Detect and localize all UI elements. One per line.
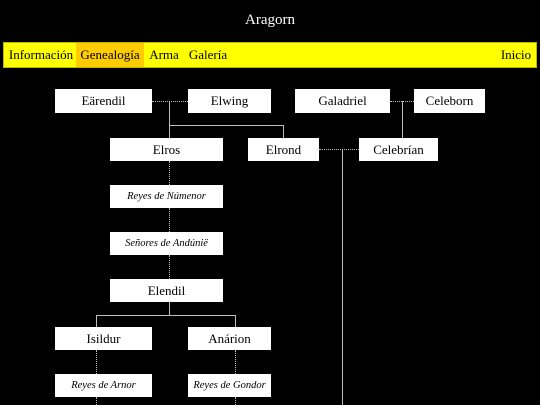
node-reyes-arnor[interactable]: Reyes de Arnor: [55, 374, 152, 397]
descent-line-earendil: [169, 101, 170, 125]
node-elrond[interactable]: Elrond: [248, 138, 319, 161]
node-anarion[interactable]: Anárion: [188, 327, 271, 350]
node-elros[interactable]: Elros: [110, 138, 223, 161]
nav-informacion[interactable]: Información: [8, 47, 74, 62]
nav-arma[interactable]: Arma: [149, 47, 179, 62]
line-gondor-below: [235, 397, 236, 405]
line-elros-numenor: [169, 161, 170, 185]
node-elendil[interactable]: Elendil: [110, 279, 223, 302]
sibling-line-isildur-anarion: [96, 315, 236, 316]
node-isildur[interactable]: Isildur: [55, 327, 152, 350]
line-to-anarion: [235, 315, 236, 327]
marriage-line-earendil-elwing: [152, 101, 188, 102]
line-to-celebrian: [402, 101, 403, 138]
line-andunie-elendil: [169, 255, 170, 279]
marriage-line-elrond-celebrian: [319, 149, 359, 150]
line-isildur-arnor: [96, 350, 97, 374]
page-title: Aragorn: [245, 12, 295, 28]
node-reyes-gondor[interactable]: Reyes de Gondor: [188, 374, 271, 397]
descent-line-elendil: [169, 302, 170, 315]
sibling-line-elros-elrond: [169, 125, 284, 126]
line-to-elrond: [283, 125, 284, 138]
node-earendil[interactable]: Eärendil: [55, 89, 152, 113]
node-reyes-numenor[interactable]: Reyes de Númenor: [110, 185, 223, 208]
node-elwing[interactable]: Elwing: [188, 89, 271, 113]
line-arnor-below: [96, 397, 97, 405]
line-to-isildur: [96, 315, 97, 327]
node-senores-andunie[interactable]: Señores de Andúnië: [110, 232, 223, 255]
nav-inicio[interactable]: Inicio: [500, 47, 532, 62]
line-to-elros: [169, 125, 170, 138]
descent-line-elrond: [342, 149, 343, 405]
line-numenor-andunie: [169, 208, 170, 232]
node-galadriel[interactable]: Galadriel: [295, 89, 390, 113]
line-anarion-gondor: [235, 350, 236, 374]
main-navbar: Información Genealogía Arma Galería Inic…: [3, 42, 537, 68]
node-celebrian[interactable]: Celebrían: [359, 138, 438, 161]
nav-genealogia[interactable]: Genealogía: [76, 43, 144, 67]
nav-galeria[interactable]: Galería: [188, 47, 228, 62]
node-celeborn[interactable]: Celeborn: [414, 89, 485, 113]
